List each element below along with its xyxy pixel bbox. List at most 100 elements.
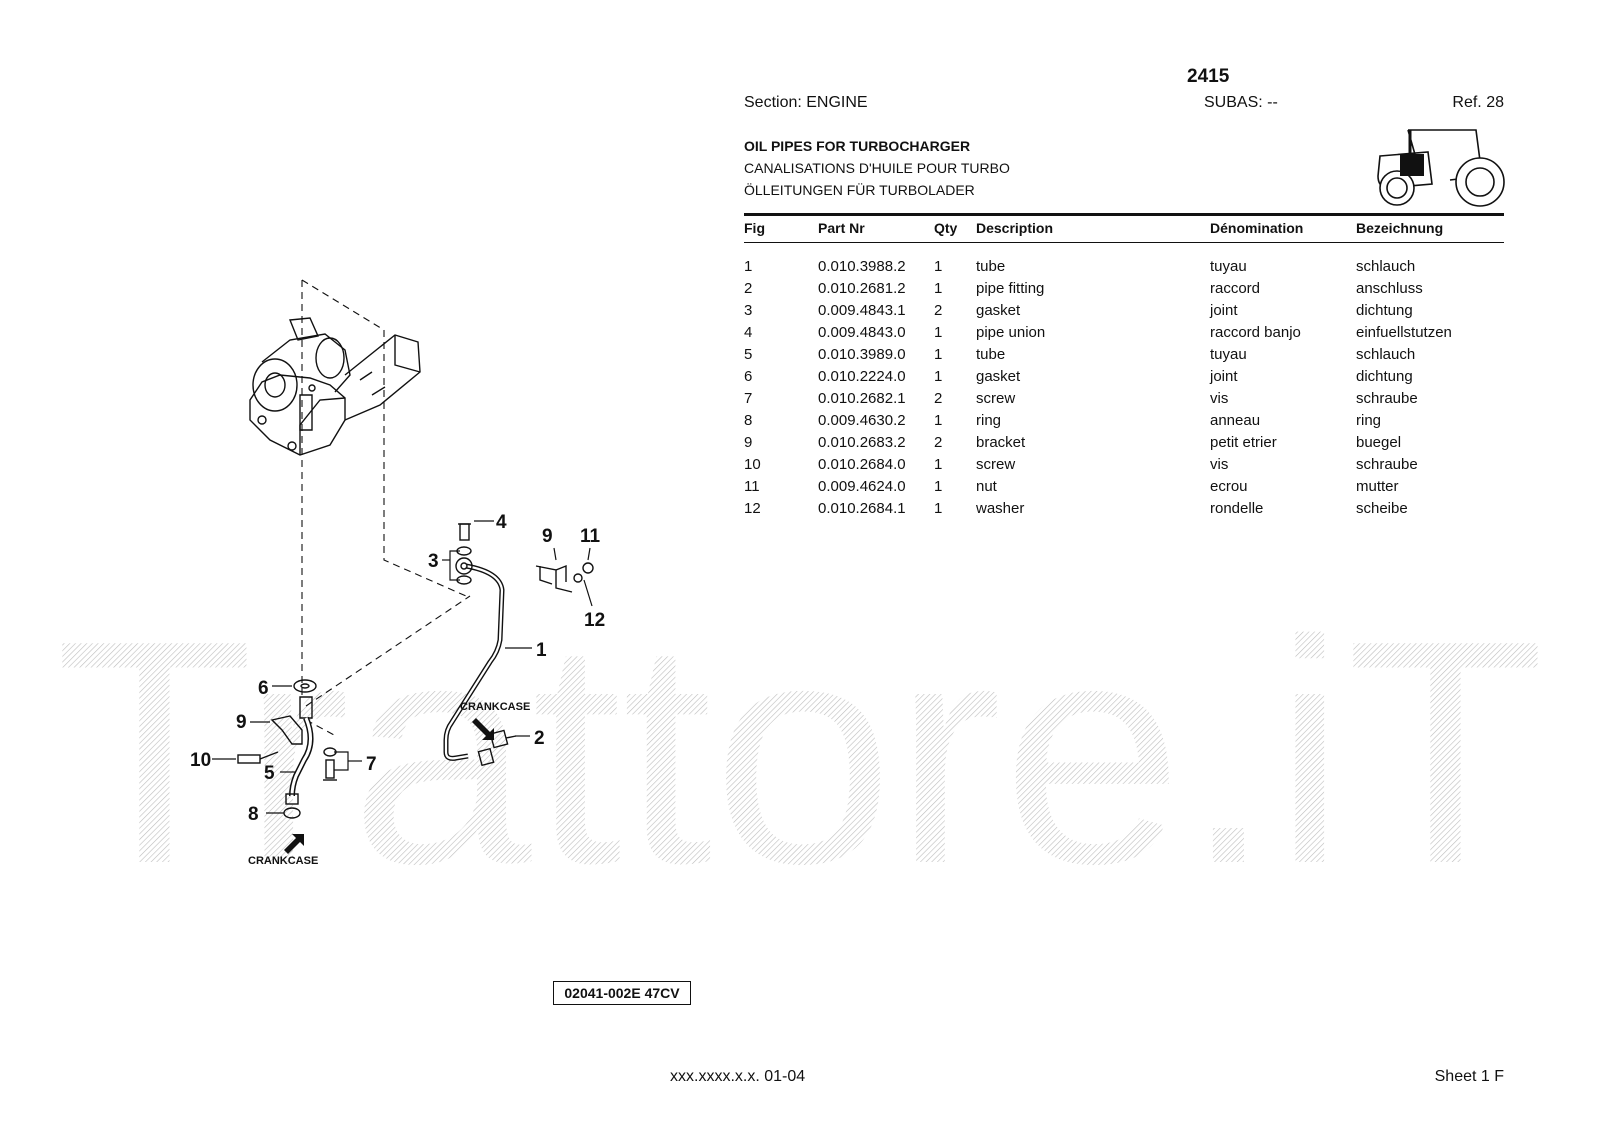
table-top-rule <box>744 213 1504 216</box>
callout-1: 1 <box>536 640 547 661</box>
table-row: 4 0.009.4843.0 1 pipe union raccord banj… <box>0 324 1600 344</box>
cell-part-nr: 0.010.2683.2 <box>818 434 906 451</box>
drawing-code-stamp: 02041-002E 47CV <box>553 981 691 1005</box>
cell-part-nr: 0.010.2224.0 <box>818 368 906 385</box>
callout-3: 3 <box>428 551 439 572</box>
cell-denomination: vis <box>1210 456 1229 473</box>
crankcase-label-upper: CRANKCASE <box>460 701 530 713</box>
cell-qty: 1 <box>934 280 943 297</box>
cell-description: screw <box>976 390 1016 407</box>
cell-fig: 7 <box>744 390 753 407</box>
cell-qty: 1 <box>934 324 943 341</box>
callout-8: 8 <box>248 804 259 825</box>
cell-qty: 1 <box>934 478 943 495</box>
cell-denomination: joint <box>1210 368 1238 385</box>
callout-9-upper: 9 <box>542 526 553 547</box>
ref-label: Ref. 28 <box>1452 94 1504 111</box>
cell-description: tube <box>976 346 1006 363</box>
table-row: 12 0.010.2684.1 1 washer rondelle scheib… <box>0 500 1600 520</box>
subas-label: SUBAS: -- <box>1204 94 1278 111</box>
cell-description: washer <box>976 500 1025 517</box>
cell-qty: 1 <box>934 258 943 275</box>
table-row: 11 0.009.4624.0 1 nut ecrou mutter <box>0 478 1600 498</box>
cell-fig: 9 <box>744 434 753 451</box>
cell-denomination: joint <box>1210 302 1238 319</box>
cell-part-nr: 0.010.2681.2 <box>818 280 906 297</box>
title-german: ÖLLEITUNGEN FÜR TURBOLADER <box>744 182 975 198</box>
cell-description: bracket <box>976 434 1026 451</box>
cell-part-nr: 0.010.3988.2 <box>818 258 906 275</box>
column-header-fig: Fig <box>744 220 765 236</box>
cell-description: tube <box>976 258 1006 275</box>
cell-part-nr: 0.010.2684.1 <box>818 500 906 517</box>
cell-description: pipe union <box>976 324 1046 341</box>
cell-bezeichnung: dichtung <box>1356 368 1413 385</box>
cell-bezeichnung: schlauch <box>1356 258 1416 275</box>
cell-denomination: raccord <box>1210 280 1261 297</box>
callout-5: 5 <box>264 763 275 784</box>
cell-part-nr: 0.010.2684.0 <box>818 456 906 473</box>
cell-description: gasket <box>976 302 1021 319</box>
cell-fig: 8 <box>744 412 753 429</box>
section-label: Section: ENGINE <box>744 94 868 111</box>
table-row: 6 0.010.2224.0 1 gasket joint dichtung <box>0 368 1600 388</box>
cell-fig: 11 <box>744 478 760 495</box>
callout-11: 11 <box>580 526 601 547</box>
cell-bezeichnung: buegel <box>1356 434 1402 451</box>
cell-fig: 10 <box>744 456 761 473</box>
cell-bezeichnung: anschluss <box>1356 280 1423 297</box>
cell-part-nr: 0.009.4843.0 <box>818 324 906 341</box>
cell-bezeichnung: schlauch <box>1356 346 1416 363</box>
cell-fig: 3 <box>744 302 753 319</box>
callout-10: 10 <box>190 750 211 771</box>
cell-bezeichnung: schraube <box>1356 390 1418 407</box>
cell-description: nut <box>976 478 997 495</box>
callout-6: 6 <box>258 678 269 699</box>
column-header-bezeichnung: Bezeichnung <box>1356 220 1444 236</box>
cell-fig: 1 <box>744 258 753 275</box>
cell-denomination: tuyau <box>1210 346 1247 363</box>
cell-bezeichnung: scheibe <box>1356 500 1408 517</box>
cell-denomination: tuyau <box>1210 258 1247 275</box>
cell-qty: 2 <box>934 434 943 451</box>
callout-4: 4 <box>496 512 507 533</box>
title-french: CANALISATIONS D'HUILE POUR TURBO <box>744 160 1010 176</box>
cell-qty: 1 <box>934 368 943 385</box>
turbocharger-icon <box>249 317 421 456</box>
cell-bezeichnung: mutter <box>1356 478 1399 495</box>
cell-bezeichnung: dichtung <box>1356 302 1413 319</box>
cell-part-nr: 0.009.4624.0 <box>818 478 906 495</box>
cell-bezeichnung: einfuellstutzen <box>1356 324 1452 341</box>
table-row: 9 0.010.2683.2 2 bracket petit etrier bu… <box>0 434 1600 454</box>
cell-denomination: petit etrier <box>1210 434 1277 451</box>
column-header-part-nr: Part Nr <box>818 220 865 236</box>
title-english: OIL PIPES FOR TURBOCHARGER <box>744 138 971 154</box>
cell-fig: 2 <box>744 280 753 297</box>
column-header-description: Description <box>976 220 1054 236</box>
table-header-rule <box>744 242 1504 243</box>
cell-description: pipe fitting <box>976 280 1045 297</box>
cell-fig: 5 <box>744 346 753 363</box>
callout-12: 12 <box>584 610 605 631</box>
tractor-icon <box>1377 129 1505 207</box>
cell-bezeichnung: schraube <box>1356 456 1418 473</box>
cell-denomination: vis <box>1210 390 1229 407</box>
cell-denomination: ecrou <box>1210 478 1248 495</box>
callout-9-lower: 9 <box>236 712 247 733</box>
table-row: 10 0.010.2684.0 1 screw vis schraube <box>0 456 1600 476</box>
cell-part-nr: 0.009.4843.1 <box>818 302 906 319</box>
table-row: 8 0.009.4630.2 1 ring anneau ring <box>0 412 1600 432</box>
cell-qty: 2 <box>934 390 943 407</box>
table-row: 2 0.010.2681.2 1 pipe fitting raccord an… <box>0 280 1600 300</box>
crankcase-label-lower: CRANKCASE <box>248 855 318 867</box>
column-header-denomination: Dénomination <box>1210 220 1304 236</box>
column-header-qty: Qty <box>934 220 958 236</box>
cell-qty: 1 <box>934 500 943 517</box>
table-row: 1 0.010.3988.2 1 tube tuyau schlauch <box>0 258 1600 278</box>
cell-fig: 6 <box>744 368 753 385</box>
table-row: 7 0.010.2682.1 2 screw vis schraube <box>0 390 1600 410</box>
footer-code: xxx.xxxx.x.x. 01-04 <box>670 1068 806 1085</box>
cell-bezeichnung: ring <box>1356 412 1382 429</box>
cell-description: ring <box>976 412 1002 429</box>
